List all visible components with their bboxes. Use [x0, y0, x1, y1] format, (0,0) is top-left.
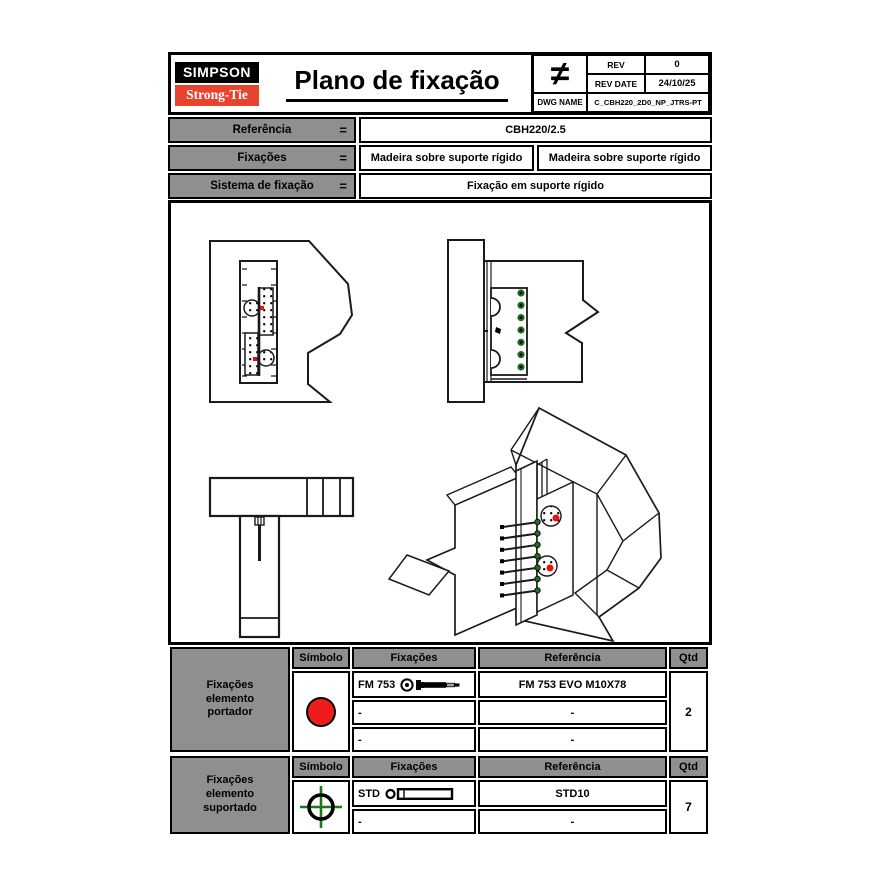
col-header-qtd: Qtd	[669, 756, 708, 778]
reference-label-cell: Referência =	[168, 117, 356, 143]
col-header-fixacoes: Fixações	[352, 647, 476, 669]
fixings-row: Fixações = Madeira sobre suporte rígido …	[168, 145, 712, 171]
symbol-cell-suportado	[292, 780, 350, 834]
col-header-simbolo: Símbolo	[292, 647, 350, 669]
col-header-fixacoes: Fixações	[352, 756, 476, 778]
screw-heads-front	[517, 289, 525, 371]
drawing-side-section-view	[209, 240, 354, 403]
symbol-cell-portador	[292, 671, 350, 752]
fixing-cell: -	[352, 700, 476, 725]
drawing-isometric-view	[387, 406, 662, 642]
equals-sign: =	[339, 122, 347, 138]
dwg-name-label: DWG NAME	[533, 93, 587, 112]
col-header-qtd: Qtd	[669, 647, 708, 669]
equals-sign: =	[339, 150, 347, 166]
screws-isometric	[500, 518, 541, 598]
group-label-suportado: Fixações elemento suportado	[170, 756, 290, 834]
fixing-name: STD	[358, 787, 380, 800]
fixing-cell: FM 753	[352, 671, 476, 698]
qty-cell-suportado: 7	[669, 780, 708, 834]
fixing-system-label: Sistema de fixação	[210, 180, 314, 192]
drawing-front-view	[447, 239, 600, 403]
fixing-name: FM 753	[358, 678, 396, 691]
fixing-cell: -	[352, 727, 476, 752]
reference-label: Referência	[232, 124, 292, 136]
page-title: Plano de fixação	[286, 65, 508, 102]
group-label-portador: Fixações elemento portador	[170, 647, 290, 752]
title-block: SIMPSON Strong-Tie Plano de fixação ≠ RE…	[168, 52, 712, 115]
fixing-system-row: Sistema de fixação = Fixação em suporte …	[168, 173, 712, 199]
reference-cell: STD10	[478, 780, 667, 807]
reference-cell: -	[478, 700, 667, 725]
rev-date-label: REV DATE	[587, 74, 645, 93]
reference-cell: FM 753 EVO M10X78	[478, 671, 667, 698]
dwg-name-value: C_CBH220_2D0_NP_JTRS-PT	[587, 93, 709, 112]
logo-strongtie: Strong-Tie	[175, 84, 259, 106]
fixing-system-label-cell: Sistema de fixação =	[168, 173, 356, 199]
equals-sign: =	[339, 178, 347, 194]
rev-value: 0	[645, 55, 709, 74]
technical-drawing	[208, 239, 662, 642]
reference-cell: -	[478, 727, 667, 752]
anchor-bolt-icon	[400, 677, 460, 692]
rev-label: REV	[587, 55, 645, 74]
fixings-table-suportado: Fixações elemento suportado Símbolo Fixa…	[170, 756, 710, 834]
dowel-screw-icon	[385, 787, 454, 800]
logo-simpson: SIMPSON	[175, 61, 259, 83]
rev-date-value: 24/10/25	[645, 74, 709, 93]
anchor-symbol-red-circle-icon	[306, 696, 336, 727]
fixing-cell: STD	[352, 780, 476, 807]
fixings-label-cell: Fixações =	[168, 145, 356, 171]
fixings-table-portador: Fixações elemento portador Símbolo Fixaç…	[170, 647, 710, 752]
reference-value: CBH220/2.5	[359, 117, 712, 143]
simpson-strongtie-logo: SIMPSON Strong-Tie	[171, 55, 263, 112]
drawing-top-view	[208, 476, 355, 639]
fixing-cell: -	[352, 809, 476, 834]
fixings-value-left: Madeira sobre suporte rígido	[359, 145, 534, 171]
reference-row: Referência = CBH220/2.5	[168, 117, 712, 143]
drawing-area	[168, 200, 712, 645]
fixing-system-value: Fixação em suporte rígido	[359, 173, 712, 199]
col-header-simbolo: Símbolo	[292, 756, 350, 778]
revision-block: ≠ REV 0 REV DATE 24/10/25 DWG NAME C_CBH…	[531, 55, 709, 112]
screw-symbol-crosshair-icon	[300, 786, 342, 828]
qty-cell-portador: 2	[669, 671, 708, 752]
fixings-value-right: Madeira sobre suporte rígido	[537, 145, 712, 171]
not-equal-symbol-icon: ≠	[533, 55, 587, 93]
fixings-label: Fixações	[237, 152, 287, 164]
col-header-referencia: Referência	[478, 647, 667, 669]
col-header-referencia: Referência	[478, 756, 667, 778]
reference-cell: -	[478, 809, 667, 834]
